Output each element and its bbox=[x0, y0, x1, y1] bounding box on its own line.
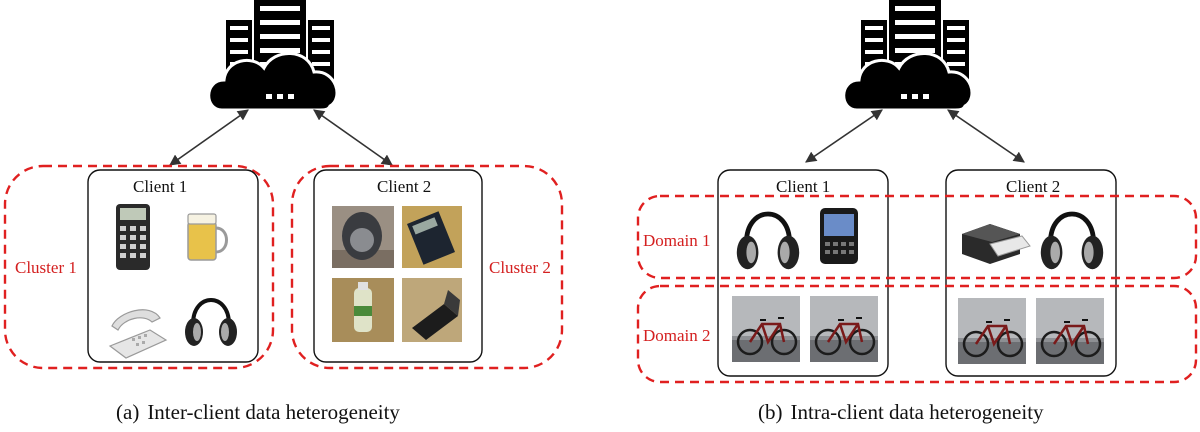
bicycle-photo bbox=[808, 294, 880, 364]
caption-b: (b) Intra-client data heterogeneity bbox=[758, 400, 1044, 425]
client2-box bbox=[313, 169, 483, 363]
caption-b-label: (b) bbox=[758, 400, 783, 424]
domain2-label: Domain 2 bbox=[643, 326, 711, 345]
caption-b-text: Intra-client data heterogeneity bbox=[790, 400, 1044, 424]
arrow-server-client2 bbox=[947, 109, 1025, 163]
laptop-photo bbox=[402, 278, 462, 342]
beer-mug-icon bbox=[187, 213, 228, 261]
smartphone-icon bbox=[820, 208, 858, 264]
arrow-server-client1 bbox=[805, 109, 883, 163]
headphones-icon bbox=[1041, 214, 1103, 269]
client1-box bbox=[717, 169, 889, 377]
client1-title: Client 1 bbox=[133, 177, 188, 196]
caption-a-label: (a) bbox=[116, 400, 140, 424]
panel-b bbox=[636, 0, 1198, 384]
headphones-icon bbox=[183, 298, 239, 348]
calculator-icon bbox=[116, 204, 150, 270]
panel-a bbox=[3, 0, 564, 370]
cluster2-label: Cluster 2 bbox=[489, 258, 551, 277]
printer-icon bbox=[962, 224, 1031, 264]
bicycle-photo bbox=[1034, 296, 1106, 366]
arrow-server-client1 bbox=[169, 109, 249, 166]
calculator-photo bbox=[402, 206, 462, 268]
domain1-boundary bbox=[636, 194, 1198, 280]
arrow-server-client2 bbox=[313, 109, 393, 166]
server-cloud-icon bbox=[842, 0, 974, 112]
domain1-label: Domain 1 bbox=[643, 231, 711, 250]
domain2-boundary bbox=[636, 284, 1198, 384]
bottle-photo bbox=[332, 278, 394, 342]
bicycle-photo bbox=[956, 296, 1028, 366]
cluster2-boundary bbox=[290, 164, 564, 370]
headphones-icon bbox=[737, 214, 799, 269]
client1-box bbox=[87, 169, 259, 363]
caption-a-text: Inter-client data heterogeneity bbox=[147, 400, 400, 424]
bicycle-photo bbox=[730, 294, 802, 364]
client2-title: Client 2 bbox=[377, 177, 432, 196]
client2-title: Client 2 bbox=[1006, 177, 1061, 196]
client1-title: Client 1 bbox=[776, 177, 831, 196]
desk-phone-icon bbox=[108, 309, 168, 359]
cluster1-boundary bbox=[3, 164, 275, 370]
server-cloud-icon bbox=[207, 0, 339, 112]
backpack-photo bbox=[332, 206, 394, 268]
client2-box bbox=[945, 169, 1117, 377]
cluster1-label: Cluster 1 bbox=[15, 258, 77, 277]
caption-a: (a) Inter-client data heterogeneity bbox=[116, 400, 400, 425]
